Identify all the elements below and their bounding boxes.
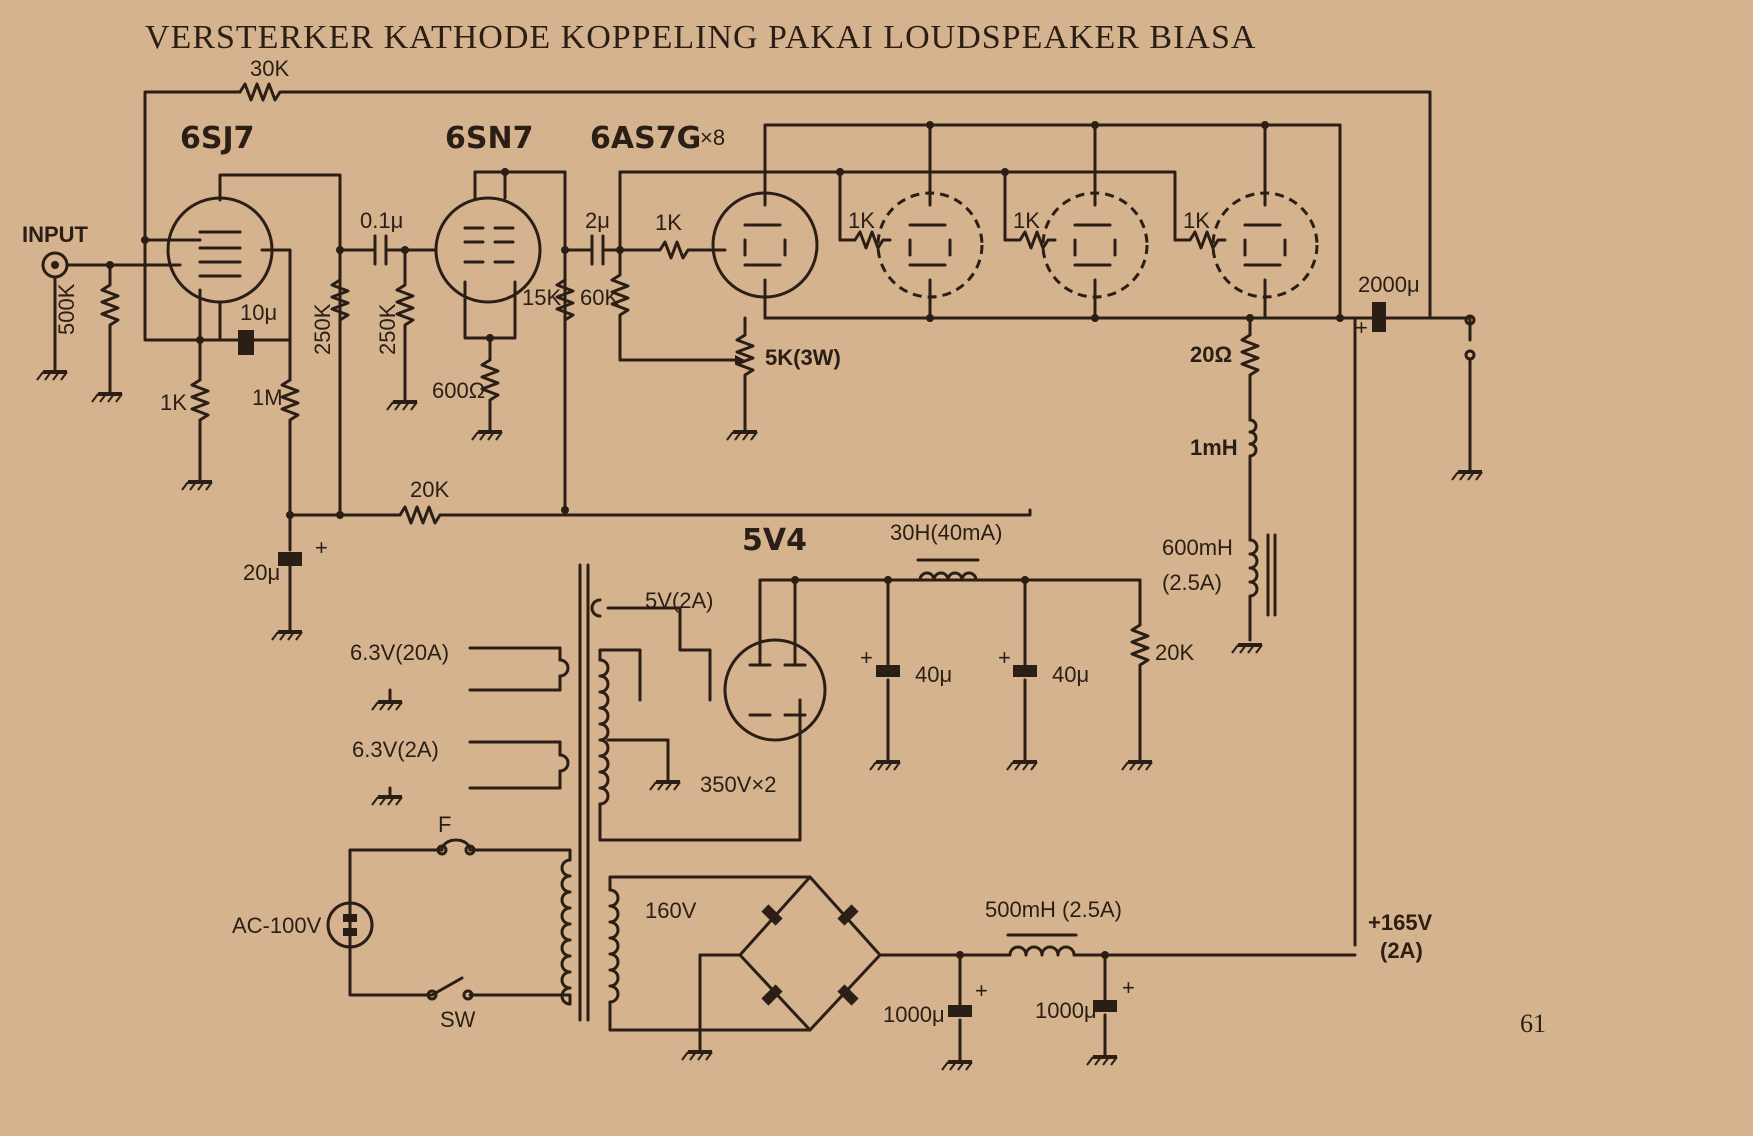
r-1m-label: 1M — [252, 385, 283, 410]
c-1000u-a-label: 1000μ — [883, 1002, 945, 1027]
r-20ohm-label: 20Ω — [1190, 342, 1232, 367]
fuse-label: F — [438, 812, 451, 837]
svg-text:+: + — [975, 978, 988, 1003]
r-60k-label: 60K — [580, 285, 619, 310]
r-grid3-label: 1K — [1013, 208, 1040, 233]
page-title: VERSTERKER KATHODE KOPPELING PAKAI LOUDS… — [145, 19, 1256, 56]
l-600mh-label: 600mH — [1162, 535, 1233, 560]
svg-text:+: + — [1355, 315, 1368, 340]
tube-6sj7 — [166, 196, 274, 304]
tube-6as7g-label: 6AS7G — [590, 121, 701, 156]
r-grid2-label: 1K — [848, 208, 875, 233]
svg-text:+: + — [315, 535, 328, 560]
c-2u-label: 2μ — [585, 208, 610, 233]
v-out-rating: (2A) — [1380, 938, 1423, 963]
ac-plug-icon — [326, 901, 374, 949]
power-supply: 5V(2A) 6.3V(20A) 6.3V(2A) 350V×2 5V4 30H — [232, 520, 1433, 1072]
c-40u-b-label: 40μ — [1052, 662, 1089, 687]
tr-5v-label: 5V(2A) — [645, 588, 713, 613]
c-2000u-label: 2000μ — [1358, 272, 1420, 297]
svg-text:+: + — [998, 645, 1011, 670]
ac-label: AC-100V — [232, 913, 322, 938]
preamp-section: INPUT 500K 30K 6SJ7 1K 10μ 1M — [22, 56, 1432, 642]
output-stage: 6AS7G ×8 1K 1K 1K 1K — [590, 121, 1484, 947]
r-1k-cathode-label: 1K — [160, 390, 187, 415]
tr-63v-20a-label: 6.3V(20A) — [350, 640, 449, 665]
l-1mh-label: 1mH — [1190, 435, 1238, 460]
svg-text:+: + — [860, 645, 873, 670]
input-label: INPUT — [22, 222, 89, 247]
pot-5k-label: 5K(3W) — [765, 345, 841, 370]
r-500k-label: 500K — [54, 283, 79, 335]
r-250k-b-label: 250K — [375, 303, 400, 355]
c-10u-label: 10μ — [240, 300, 277, 325]
l-600mh-rating: (2.5A) — [1162, 570, 1222, 595]
tube-5v4 — [723, 638, 827, 742]
choke-500mh-label: 500mH (2.5A) — [985, 897, 1122, 922]
tr-160v-label: 160V — [645, 898, 697, 923]
tube-6sn7-label: 6SN7 — [445, 121, 533, 156]
r-grid1-label: 1K — [655, 210, 682, 235]
r-15k-label: 15K — [522, 285, 561, 310]
tube-5v4-label: 5V4 — [742, 523, 807, 558]
tube-6sn7 — [434, 196, 542, 304]
r-600-label: 600Ω — [432, 378, 485, 403]
bridge-rectifier — [738, 875, 882, 1032]
r-feedback-label: 30K — [250, 56, 289, 81]
tube-6as7g-count: ×8 — [700, 125, 725, 150]
r-20k-label: 20K — [410, 477, 449, 502]
choke-30h-label: 30H(40mA) — [890, 520, 1002, 545]
r-250k-a-label: 250K — [310, 303, 335, 355]
c-40u-a-label: 40μ — [915, 662, 952, 687]
tube-6sj7-label: 6SJ7 — [180, 121, 255, 156]
c-01u-label: 0.1μ — [360, 208, 403, 233]
tr-63v-2a-label: 6.3V(2A) — [352, 737, 439, 762]
page-number: 61 — [1520, 1009, 1546, 1038]
r-grid4-label: 1K — [1183, 208, 1210, 233]
c-20u-label: 20μ — [243, 560, 280, 585]
v-out-label: +165V — [1368, 910, 1433, 935]
c-1000u-b-label: 1000μ — [1035, 998, 1097, 1023]
tr-350v-label: 350V×2 — [700, 772, 776, 797]
switch-label: SW — [440, 1007, 476, 1032]
svg-text:+: + — [1122, 975, 1135, 1000]
r-20k-bleed-label: 20K — [1155, 640, 1194, 665]
